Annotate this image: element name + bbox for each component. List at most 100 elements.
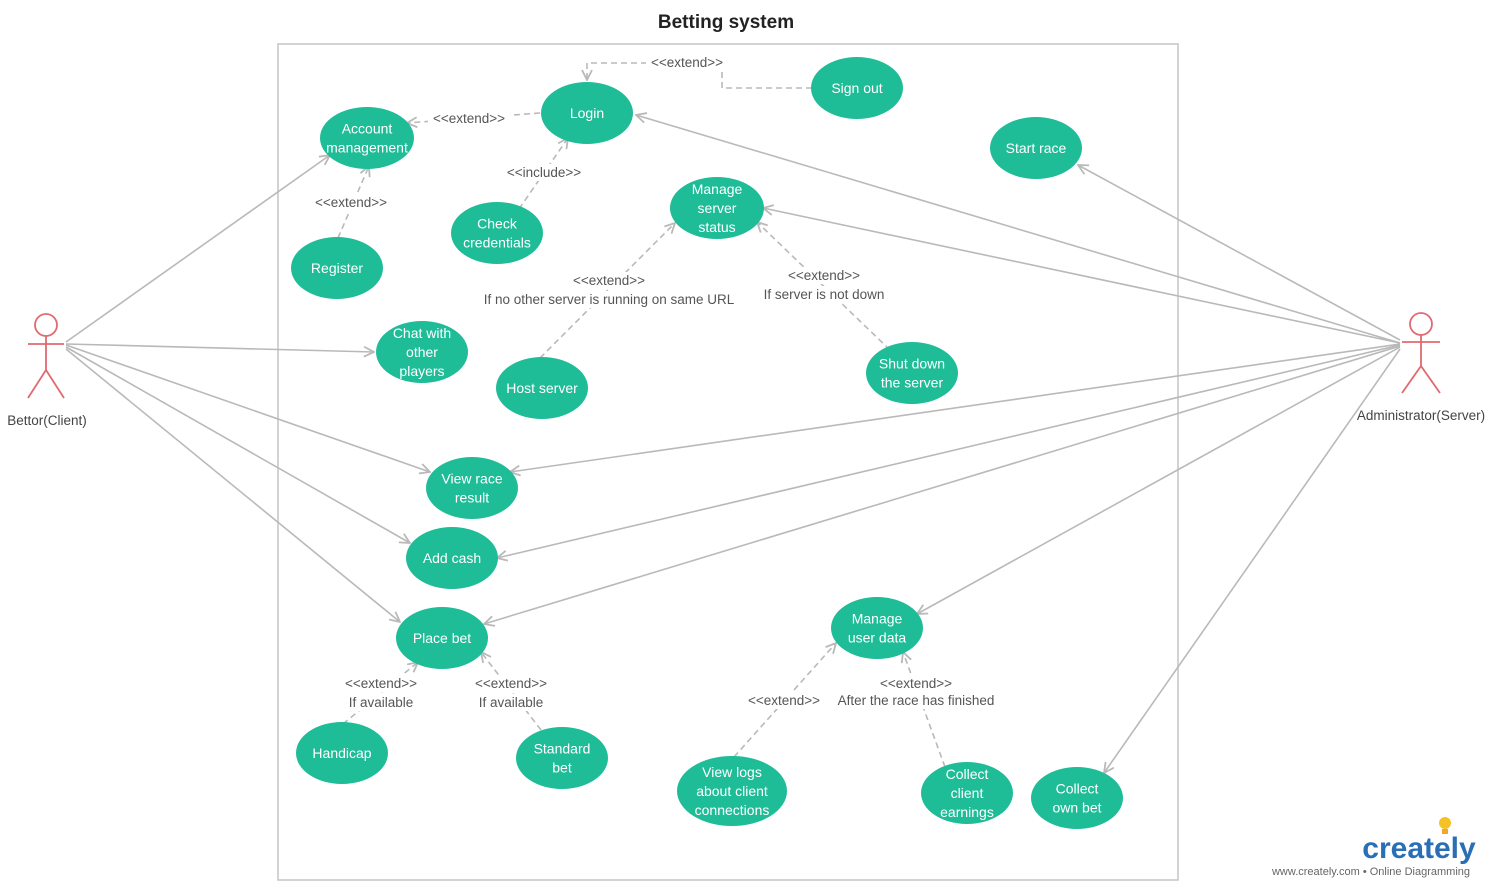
creately-watermark: creately www.creately.com • Online Diagr… (1271, 817, 1476, 878)
label-extend-host: <<extend>> (573, 273, 645, 288)
assoc-admin-placebet (484, 345, 1401, 624)
assoc-admin-viewrace (510, 343, 1401, 472)
system-boundary (277, 43, 1179, 881)
dep-collectearn-manageuser (903, 652, 946, 768)
dep-register-account (337, 166, 369, 239)
actor-admin-name: Administrator(Server) (1357, 408, 1485, 423)
usecase-signout-shape (811, 57, 903, 119)
assoc-bettor-account (65, 155, 330, 343)
usecase-register[interactable]: Register (291, 237, 383, 299)
usecase-login-label: Login (570, 105, 604, 121)
usecase-account-shape (320, 107, 414, 169)
assoc-admin-manageuser (917, 346, 1401, 614)
lightbulb-icon (1439, 817, 1451, 834)
usecase-collectown[interactable]: Collect own bet (1031, 767, 1123, 829)
usecase-standard[interactable]: Standard bet (516, 727, 608, 789)
usecase-viewrace-label: result (455, 490, 489, 506)
usecase-account-label: management (326, 140, 408, 156)
bettor-associations (65, 155, 430, 622)
usecase-handicap-label: Handicap (312, 745, 371, 761)
assoc-bettor-viewrace (65, 344, 430, 472)
usecase-chat-label: Chat with (393, 325, 451, 341)
assoc-admin-manageserver (763, 208, 1401, 344)
admin-associations (484, 115, 1401, 773)
usecase-chat-shape (376, 321, 468, 383)
label-condition-collectearn: After the race has finished (838, 693, 995, 708)
usecase-manageuser[interactable]: Manage user data (831, 597, 923, 659)
usecase-startrace-label: Start race (1006, 140, 1067, 156)
assoc-admin-login (636, 115, 1401, 344)
usecase-viewrace[interactable]: View race result (426, 457, 518, 519)
usecase-viewrace-shape (426, 457, 518, 519)
usecase-addcash-label: Add cash (423, 550, 481, 566)
usecase-chat-label: other (406, 344, 438, 360)
usecase-handicap[interactable]: Handicap (296, 722, 388, 784)
actor-admin-figure (1401, 312, 1441, 394)
usecase-shutdown-shape (866, 342, 958, 404)
usecase-login[interactable]: Login (541, 82, 633, 144)
usecase-account[interactable]: Account management (320, 107, 414, 169)
usecase-standard-label: Standard (534, 741, 591, 757)
usecase-collectearn-shape (921, 762, 1013, 824)
usecase-chat-label: players (399, 363, 444, 379)
creately-tagline: www.creately.com • Online Diagramming (1271, 866, 1470, 878)
usecase-signout[interactable]: Sign out (811, 57, 903, 119)
label-extend-register: <<extend>> (315, 195, 387, 210)
label-extend-login-account: <<extend>> (433, 111, 505, 126)
diagram-title: Betting system (658, 12, 794, 33)
usecase-manageuser-label: Manage (852, 611, 903, 627)
usecase-manageuser-label: user data (848, 630, 907, 646)
usecase-login-shape (541, 82, 633, 144)
usecase-collectown-shape (1031, 767, 1123, 829)
dep-viewlogs-manageuser (733, 643, 836, 758)
usecase-addcash[interactable]: Add cash (406, 527, 498, 589)
usecase-chat[interactable]: Chat with other players (376, 321, 468, 383)
usecase-handicap-shape (296, 722, 388, 784)
label-extend-handicap: <<extend>> (345, 676, 417, 691)
label-extend-signout: <<extend>> (651, 55, 723, 70)
usecase-collectown-label: Collect (1056, 781, 1099, 797)
assoc-bettor-placebet (65, 348, 400, 622)
creately-logo-text: creately (1362, 832, 1476, 865)
usecase-host-shape (496, 357, 588, 419)
usecase-register-shape (291, 237, 383, 299)
label-extend-collectearn: <<extend>> (880, 676, 952, 691)
usecase-manageserver-label: status (698, 219, 735, 235)
usecase-collectown-label: own bet (1052, 800, 1101, 816)
usecase-account-label: Account (342, 121, 393, 137)
label-condition-host: If no other server is running on same UR… (484, 292, 735, 307)
label-extend-shutdown: <<extend>> (788, 268, 860, 283)
actor-bettor-name: Bettor(Client) (7, 413, 87, 428)
usecase-signout-label: Sign out (831, 80, 882, 96)
usecase-viewrace-label: View race (441, 471, 502, 487)
dependency-labels: <<extend>> <<extend>> <<include>> <<exte… (310, 54, 1000, 711)
dep-handicap-placebet (342, 662, 418, 725)
usecase-viewlogs-shape (677, 756, 787, 826)
usecase-placebet[interactable]: Place bet (396, 607, 488, 669)
usecase-viewlogs-label: connections (695, 802, 770, 818)
usecase-standard-label: bet (552, 760, 572, 776)
usecase-placebet-shape (396, 607, 488, 669)
label-condition-standard: If available (479, 695, 544, 710)
label-extend-standard: <<extend>> (475, 676, 547, 691)
usecase-host[interactable]: Host server (496, 357, 588, 419)
assoc-bettor-chat (65, 343, 374, 352)
usecase-manageserver-label: Manage (692, 181, 743, 197)
usecase-collectearn-label: Collect (946, 766, 989, 782)
usecase-startrace[interactable]: Start race (990, 117, 1082, 179)
usecase-addcash-shape (406, 527, 498, 589)
usecase-viewlogs-label: View logs (702, 764, 762, 780)
actor-bettor[interactable]: Bettor(Client) (7, 313, 87, 428)
dependencies (337, 62, 946, 768)
usecase-shutdown-label: the server (881, 375, 944, 391)
actor-administrator[interactable]: Administrator(Server) (1357, 312, 1485, 423)
label-include-check: <<include>> (507, 165, 581, 180)
actor-bettor-figure (27, 313, 65, 399)
